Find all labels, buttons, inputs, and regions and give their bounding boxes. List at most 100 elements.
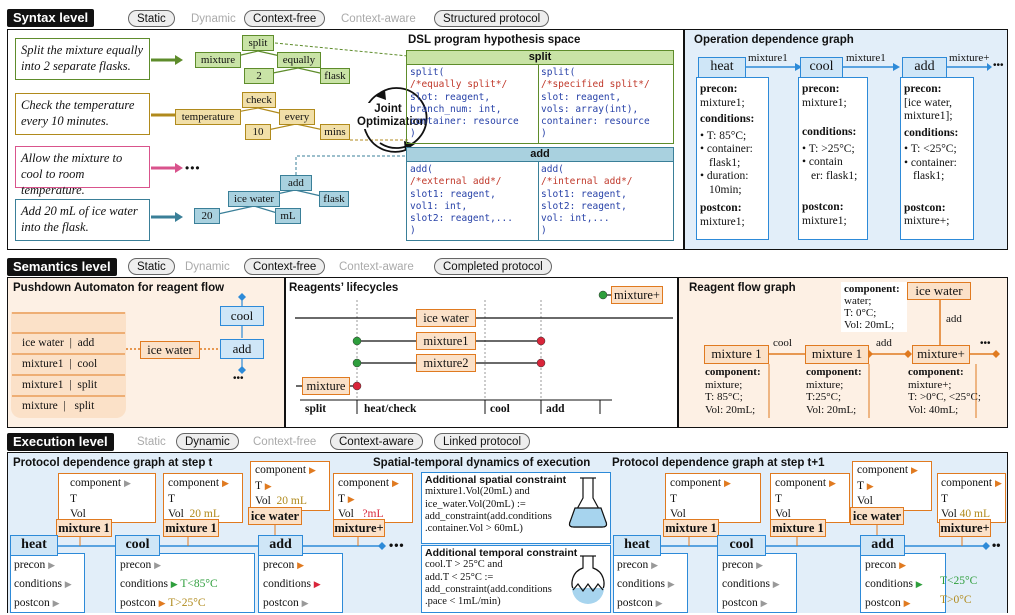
tree-add-root: add [280, 175, 312, 191]
rfg-ellipsis: ••• [980, 338, 991, 349]
odg-edge-label-3: mixture+ [949, 52, 990, 64]
sentence-split: Split the mixture equally into 2 separat… [15, 38, 150, 80]
exe-t-cool-rows: precon ▶ conditions ▶ T<85°C postcon ▶ T… [120, 559, 218, 609]
sem-pill-context-aware: Context-aware [339, 261, 414, 273]
op-add-card [900, 77, 974, 240]
sentence-check: Check the temperature every 10 minutes. [15, 93, 150, 135]
dsl-add-box [406, 147, 674, 241]
pda-stack [11, 312, 126, 418]
exe-t1-add-card [860, 553, 946, 613]
exe-t1-cool-rows: precon ▶ conditions ▶ postcon ▶ [722, 559, 780, 609]
pill-context-aware: Context-aware [341, 13, 416, 25]
tree-check-10: 10 [245, 124, 271, 140]
dsl-add-left: add( /*external add*/ slot1: reagent, vo… [410, 164, 513, 237]
execution-level-label: Execution level [7, 433, 114, 451]
stack-row-1: ice water | add [22, 337, 95, 349]
pill-dynamic: Dynamic [191, 13, 236, 25]
temporal-constraint-text: Additional temporal constraint cool.T > … [425, 547, 578, 608]
phase-add: add [546, 403, 565, 415]
tree-split-mixture: mixture [195, 52, 241, 68]
exe-t1-mixture1-a: mixture 1 [663, 519, 719, 537]
pda-ellipsis: ••• [233, 373, 244, 384]
exe-t1-add-rows: precon ▶ conditions ▶ postcon ▶ [865, 559, 923, 609]
life-ice-water: ice water [416, 309, 476, 327]
pill-static: Static [128, 10, 175, 27]
exe-pill-context-free: Context-free [253, 436, 317, 448]
odg-edge-label-2: mixture1 [846, 52, 886, 64]
pda-state-cool: cool [220, 306, 264, 326]
tree-split-root: split [242, 35, 274, 51]
exe-t-reagent1-card [58, 473, 156, 523]
tree-check-root: check [242, 92, 276, 108]
exe-t-mixture-plus: mixture+ [333, 519, 385, 537]
op-heat-node: heat [698, 57, 746, 78]
rfg-water-info: component: water; T: 0°C; Vol: 20mL; [841, 282, 907, 332]
stack-row-2: mixture1 | cool [22, 358, 98, 370]
exe-t-cool-node: cool [115, 535, 160, 556]
exe-t1-reagent4-card [937, 473, 1006, 523]
exe-t-mixture1-a: mixture 1 [56, 519, 112, 537]
exe-t1-reagent3-card [852, 461, 932, 511]
dsl-split-left: split( /*equally split*/ slot: reagent, … [410, 67, 519, 140]
stack-row-3: mixture1 | split [22, 379, 98, 391]
tree-check-mins: mins [320, 124, 350, 140]
semantics-level-label: Semantics level [7, 258, 117, 276]
op-cool-card [798, 77, 868, 240]
op-add-node: add [902, 57, 947, 78]
phase-heat-check: heat/check [364, 403, 417, 415]
exe-t1-reagent3-rows: component ▶ T ▶ Vol [857, 464, 918, 507]
exe-t-add-node: add [258, 535, 303, 556]
op-add-details: precon: [ice water, mixture1]; condition… [904, 83, 959, 227]
exe-t-reagent4-card [333, 473, 413, 523]
life-mixture-plus: mixture+ [611, 286, 663, 304]
pdg-t1-title: Protocol dependence graph at step t+1 [612, 457, 825, 469]
exe-pill-context-aware: Context-aware [330, 433, 423, 450]
pda-token-icewater: ice water [140, 341, 200, 359]
op-cool-node: cool [800, 57, 843, 78]
dsl-split-box [406, 50, 674, 144]
sentence-cool: Allow the mixture to cool to room temper… [15, 146, 150, 197]
tree-check-every: every [279, 109, 315, 125]
odg-edge-label-1: mixture1 [748, 52, 788, 64]
exe-t1-cool-card [717, 553, 797, 613]
dsl-title: DSL program hypothesis space [408, 34, 581, 46]
exe-t-cool-card [115, 553, 255, 613]
tree-add-flask: flask [319, 191, 349, 207]
temporal-constraint-box [421, 545, 611, 613]
rfg-edge-add-vertical: add [946, 313, 962, 325]
exe-pill-dynamic: Dynamic [176, 433, 239, 450]
rfg-mixture1-b: mixture 1 [805, 345, 869, 364]
rfg-mixture-plus: mixture+ [912, 345, 970, 364]
dsl-add-right: add( /*internal add*/ slot1: reagent, sl… [541, 164, 633, 237]
sem-pill-dynamic: Dynamic [185, 261, 230, 273]
exe-t1-heat-card [613, 553, 688, 613]
exe-t1-heat-node: heat [613, 535, 661, 556]
exe-t1-mixture1-b: mixture 1 [770, 519, 826, 537]
spatial-constraint-text: Additional spatial constraint mixture1.V… [425, 474, 567, 535]
odg-divider [683, 30, 685, 249]
pill-structured-protocol: Structured protocol [434, 10, 550, 27]
pda-title: Pushdown Automaton for reagent flow [13, 282, 225, 294]
dsl-add-head: add [407, 148, 673, 162]
tree-split-equally: equally [277, 52, 321, 68]
pdg-t-title: Protocol dependence graph at step t [13, 457, 213, 469]
sentence-add: Add 20 mL of ice water into the flask. [15, 199, 150, 241]
exe-t1-heat-rows: precon ▶ conditions ▶ postcon ▶ [617, 559, 675, 609]
odg-ellipsis: ••• [993, 60, 1004, 71]
exe-t-mixture1-b: mixture 1 [163, 519, 219, 537]
sem-pill-completed-protocol: Completed protocol [434, 258, 552, 275]
exe-t1-mixture-plus: mixture+ [939, 519, 991, 537]
syntax-ellipsis: ••• [185, 161, 201, 175]
rfg-mixture1-a: mixture 1 [704, 345, 769, 364]
rfg-ice-water: ice water [907, 282, 971, 300]
exe-t-heat-node: heat [10, 535, 58, 556]
life-mixture2: mixture2 [416, 354, 476, 372]
exe-t1-cond-value: T<25°C [940, 575, 978, 587]
op-cool-details: precon: mixture1; conditions: • T: >25°C… [802, 83, 858, 227]
spatial-temporal-title: Spatial-temporal dynamics of execution [373, 457, 591, 469]
phase-cool: cool [490, 403, 510, 415]
exe-t1-reagent1-rows: component ▶ T Vol [670, 477, 731, 520]
rfg-edge-cool: cool [773, 337, 792, 349]
